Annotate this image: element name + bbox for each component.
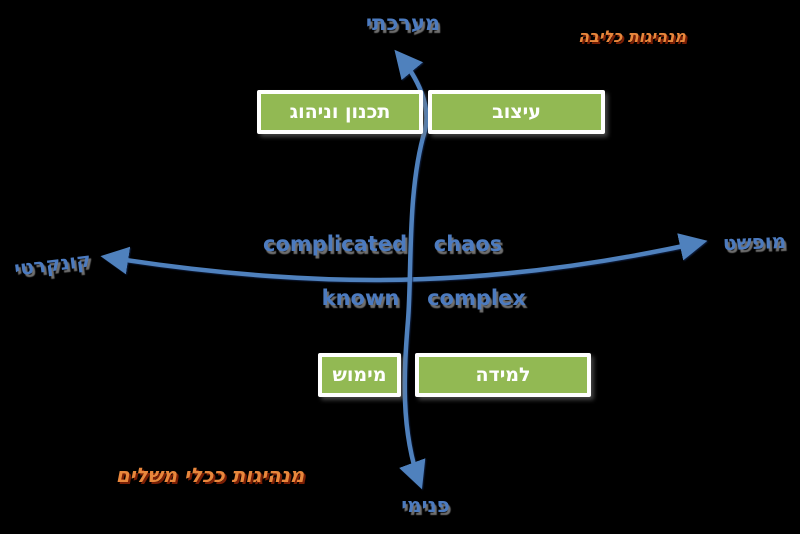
box-planning-steering: תכנון וניהוג	[257, 90, 423, 134]
vertical-axis-arrow	[394, 49, 429, 490]
axis-top-label: מערכתי	[365, 11, 441, 35]
box-implementation: מימוש	[318, 353, 401, 397]
quadrant-complex: complex	[427, 286, 526, 310]
box-learning: למידה	[415, 353, 591, 397]
axis-right-label: מופשט	[722, 228, 787, 256]
leadership-as-tool-label: מנהיגות ככלי משלים	[115, 463, 305, 487]
box-design-label: עיצוב	[492, 101, 541, 123]
axis-bottom-label: פנימי	[401, 493, 450, 517]
box-planning-steering-label: תכנון וניהוג	[289, 101, 391, 123]
box-learning-label: למידה	[475, 364, 531, 386]
box-design: עיצוב	[428, 90, 605, 134]
quadrant-complicated: complicated	[263, 232, 408, 256]
quadrant-known: known	[321, 286, 400, 310]
box-implementation-label: מימוש	[332, 364, 387, 386]
leadership-as-core-label: מנהיגות כליבה	[578, 27, 686, 46]
quadrant-chaos: chaos	[433, 232, 503, 256]
